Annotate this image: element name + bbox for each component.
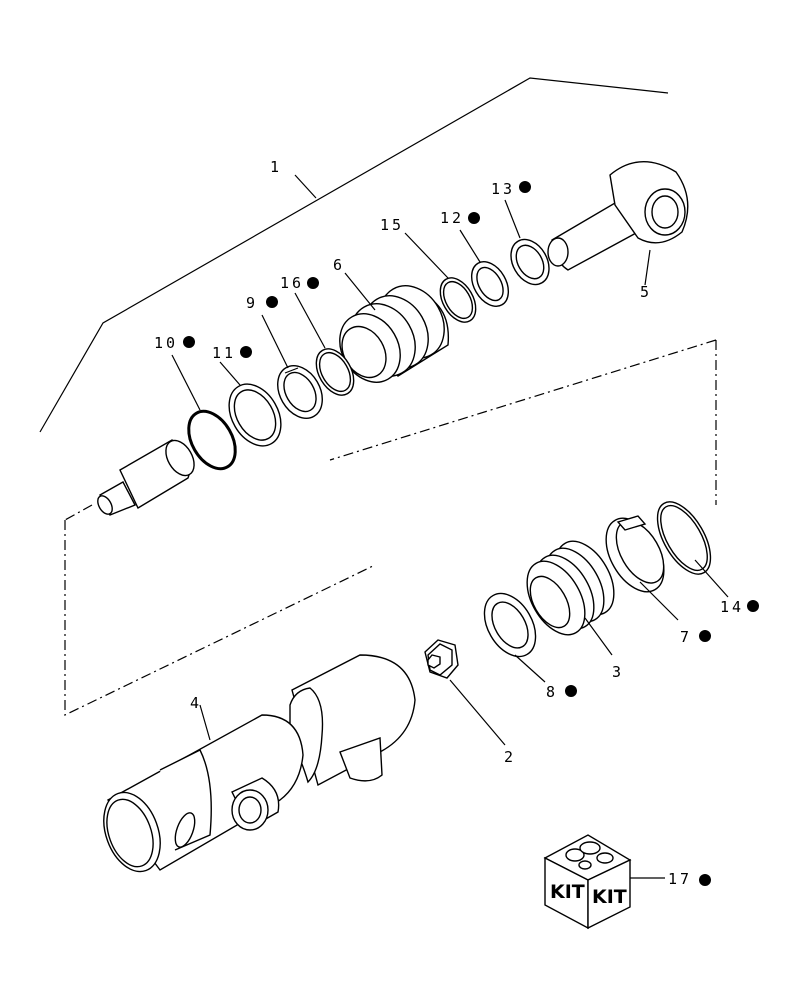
- callout-5: 5: [640, 283, 652, 301]
- callout-4: 4: [190, 694, 202, 712]
- leader-1: [294, 174, 317, 199]
- callout-10: 10: [154, 334, 178, 352]
- ring-8: [483, 592, 537, 658]
- ring-12: [470, 261, 510, 307]
- kit-label-left: KIT: [550, 881, 585, 903]
- callout-17: 17: [668, 870, 692, 888]
- seal-assembly-3: [526, 540, 615, 636]
- ring-11: [228, 383, 282, 447]
- leader-14: [694, 559, 729, 598]
- leader-15: [404, 232, 449, 279]
- o-ring-10: [187, 409, 237, 471]
- leader-4: [199, 704, 211, 741]
- split-ring-7: [605, 515, 665, 593]
- leader-2: [449, 679, 506, 746]
- callout-8: 8: [546, 683, 558, 701]
- callout-11: 11: [212, 344, 236, 362]
- leader-3: [584, 617, 613, 656]
- leader-11: [219, 361, 241, 386]
- kit-marker-14: [747, 600, 759, 612]
- ring-13: [510, 238, 550, 286]
- o-ring-14: [656, 501, 712, 575]
- callout-13: 13: [491, 180, 515, 198]
- leader-8: [514, 654, 546, 683]
- piston-rod: [97, 439, 195, 516]
- cylinder-barrel-4: [103, 654, 416, 873]
- kit-box-17: KIT KIT: [543, 834, 632, 930]
- leader-6: [344, 272, 376, 311]
- leader-12: [459, 229, 481, 263]
- assembly-bracket-line: [39, 77, 669, 433]
- leader-13: [504, 199, 521, 239]
- rod-end-eye: [547, 161, 689, 271]
- kit-marker-7: [699, 630, 711, 642]
- callout-1: 1: [270, 158, 282, 176]
- kit-label-right: KIT: [592, 886, 627, 908]
- callout-2: 2: [504, 748, 516, 766]
- kit-marker-11: [240, 346, 252, 358]
- callout-7: 7: [680, 628, 692, 646]
- callout-6: 6: [333, 256, 345, 274]
- leader-7: [639, 581, 679, 621]
- callout-15: 15: [380, 216, 404, 234]
- leader-5: [644, 249, 651, 286]
- kit-marker-16: [307, 277, 319, 289]
- kit-marker-12: [468, 212, 480, 224]
- alignment-frame: [64, 339, 717, 716]
- leader-9: [261, 314, 289, 369]
- callout-3: 3: [612, 663, 624, 681]
- nut-2: [424, 639, 459, 679]
- kit-marker-13: [519, 181, 531, 193]
- kit-marker-10: [183, 336, 195, 348]
- callout-12: 12: [440, 209, 464, 227]
- split-ring-9: [277, 365, 323, 419]
- piston-6: [339, 285, 450, 383]
- kit-marker-8: [565, 685, 577, 697]
- callout-14: 14: [720, 598, 744, 616]
- leader-10: [171, 354, 201, 411]
- ring-15: [439, 277, 477, 323]
- callout-16: 16: [280, 274, 304, 292]
- kit-marker-17: [699, 874, 711, 886]
- leader-16: [294, 292, 326, 349]
- ring-16: [315, 348, 355, 396]
- kit-marker-9-16: [266, 296, 278, 308]
- callout-9: 9: [246, 294, 258, 312]
